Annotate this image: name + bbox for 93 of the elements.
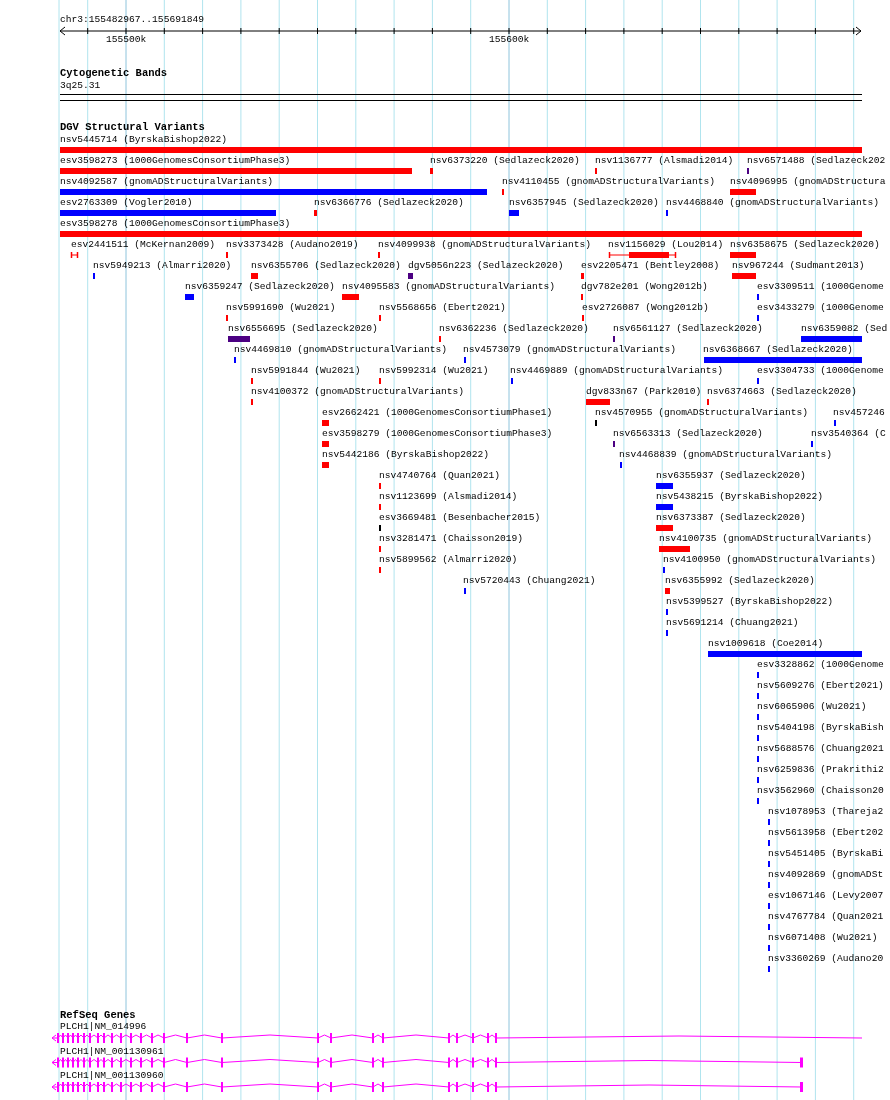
variant-label: nsv5691214 (Chuang2021) [666,617,799,629]
band-label: 3q25.31 [60,80,101,92]
variant-label: nsv6368667 (Sedlazeck2020) [703,344,853,356]
variant-label: nsv6556695 (Sedlazeck2020) [228,323,378,335]
variant-label: nsv4767784 (Quan2021 [768,911,884,923]
variant-label: nsv6359082 (Sed [801,323,888,335]
variant-label: nsv5568656 (Ebert2021) [379,302,506,314]
variant-label: nsv4468840 (gnomADStructuralVariants) [666,197,880,209]
variant-label: nsv4468839 (gnomADStructuralVariants) [619,449,833,461]
variant-label: esv3328862 (1000Genome [757,659,884,671]
variant-label: nsv4469889 (gnomADStructuralVariants) [510,365,724,377]
variant-label: nsv967244 (Sudmant2013) [732,260,865,272]
variant-label: nsv6366776 (Sedlazeck2020) [314,197,464,209]
gene-label: PLCH1|NM_001130960 [60,1070,164,1082]
variant-label: nsv4469810 (gnomADStructuralVariants) [234,344,448,356]
variant-label: nsv5991844 (Wu2021) [251,365,361,377]
variant-label: nsv4570955 (gnomADStructuralVariants) [595,407,809,419]
variant-label: esv3598278 (1000GenomesConsortiumPhase3) [60,218,291,230]
track-title: RefSeq Genes [60,1009,136,1021]
variant-label: nsv5404198 (ByrskaBish [757,722,884,734]
variant-label: nsv3562960 (Chaisson20 [757,785,884,797]
coordinate-range: chr3:155482967..155691849 [60,14,204,26]
variant-label: esv2763309 (Vogler2010) [60,197,193,209]
scale-label: 155500k [106,34,147,46]
variant-label: nsv4092587 (gnomADStructuralVariants) [60,176,274,188]
variant-label: esv3304733 (1000Genome [757,365,884,377]
variant-label: nsv6355937 (Sedlazeck2020) [656,470,806,482]
variant-label: nsv5613958 (Ebert202 [768,827,884,839]
variant-label: nsv4740764 (Quan2021) [379,470,500,482]
variant-label: nsv6359247 (Sedlazeck2020) [185,281,335,293]
variant-label: nsv5438215 (ByrskaBishop2022) [656,491,823,503]
variant-label: nsv5688576 (Chuang2021 [757,743,884,755]
variant-label: nsv5991690 (Wu2021) [226,302,336,314]
variant-label: esv2441511 (McKernan2009) [71,239,215,251]
variant-label: esv3433279 (1000Genome [757,302,884,314]
variant-label: nsv4573079 (gnomADStructuralVariants) [463,344,677,356]
variant-label: dgv782e201 (Wong2012b) [581,281,708,293]
track-title: Cytogenetic Bands [60,67,168,79]
variant-label: nsv6358675 (Sedlazeck2020) [730,239,880,251]
variant-label: nsv5949213 (Almarri2020) [93,260,232,272]
variant-label: nsv6065906 (Wu2021) [757,701,867,713]
variant-label: dgv833n67 (Park2010) [586,386,702,398]
variant-label: nsv4096995 (gnomADStructura [730,176,886,188]
variant-label: nsv6362236 (Sedlazeck2020) [439,323,589,335]
variant-label: esv1067146 (Levy2007 [768,890,884,902]
variant-label: nsv4100950 (gnomADStructuralVariants) [663,554,877,566]
variant-label: nsv6355706 (Sedlazeck2020) [251,260,401,272]
variant-label: esv3598279 (1000GenomesConsortiumPhase3) [322,428,553,440]
variant-label: nsv1123699 (Alsmadi2014) [379,491,518,503]
variant-label: nsv3373428 (Audano2019) [226,239,359,251]
variant-label: nsv6571488 (Sedlazeck202 [747,155,886,167]
variant-label: nsv6374663 (Sedlazeck2020) [707,386,857,398]
variant-label: nsv5720443 (Chuang2021) [463,575,596,587]
variant-label: nsv1009618 (Coe2014) [708,638,824,650]
variant-label: nsv5445714 (ByrskaBishop2022) [60,134,227,146]
variant-label: nsv6373387 (Sedlazeck2020) [656,512,806,524]
variant-label: nsv5451405 (ByrskaBi [768,848,884,860]
variant-label: nsv457246 [833,407,885,419]
gene-label: PLCH1|NM_014996 [60,1021,147,1033]
variant-label: nsv1156029 (Lou2014) [608,239,724,251]
variant-label: nsv3540364 (C [811,428,886,440]
variant-label: esv3669481 (Besenbacher2015) [379,512,541,524]
variant-label: nsv5992314 (Wu2021) [379,365,489,377]
variant-label: nsv5609276 (Ebert2021) [757,680,884,692]
variant-label: nsv3360269 (Audano20 [768,953,884,965]
variant-label: nsv6259836 (Prakrithi2 [757,764,884,776]
variant-label: nsv6071408 (Wu2021) [768,932,878,944]
variant-label: nsv3281471 (Chaisson2019) [379,533,523,545]
variant-label: nsv5442186 (ByrskaBishop2022) [322,449,489,461]
variant-label: nsv4100735 (gnomADStructuralVariants) [659,533,873,545]
variant-label: nsv1136777 (Alsmadi2014) [595,155,734,167]
variant-label: nsv4099938 (gnomADStructuralVariants) [378,239,592,251]
variant-label: nsv6373220 (Sedlazeck2020) [430,155,580,167]
variant-label: nsv1078953 (Thareja2 [768,806,884,818]
variant-label: dgv5056n223 (Sedlazeck2020) [408,260,564,272]
variant-label: nsv6357945 (Sedlazeck2020) [509,197,659,209]
variant-label: esv2205471 (Bentley2008) [581,260,720,272]
variant-label: nsv5399527 (ByrskaBishop2022) [666,596,833,608]
scale-label: 155600k [489,34,530,46]
variant-label: nsv6561127 (Sedlazeck2020) [613,323,763,335]
variant-label: nsv4110455 (gnomADStructuralVariants) [502,176,716,188]
variant-label: esv3598273 (1000GenomesConsortiumPhase3) [60,155,291,167]
variant-label: nsv4092869 (gnomADSt [768,869,884,881]
variant-label: nsv4095583 (gnomADStructuralVariants) [342,281,556,293]
variant-label: nsv4100372 (gnomADStructuralVariants) [251,386,465,398]
gene-label: PLCH1|NM_001130961 [60,1045,164,1058]
variant-label: esv3309511 (1000Genome [757,281,884,293]
variant-label: esv2662421 (1000GenomesConsortiumPhase1) [322,407,553,419]
variant-label: esv2726087 (Wong2012b) [582,302,709,314]
variant-label: nsv5899562 (Almarri2020) [379,554,518,566]
variant-label: nsv6355992 (Sedlazeck2020) [665,575,815,587]
track-title: DGV Structural Variants [60,121,205,133]
variant-label: nsv6563313 (Sedlazeck2020) [613,428,763,440]
